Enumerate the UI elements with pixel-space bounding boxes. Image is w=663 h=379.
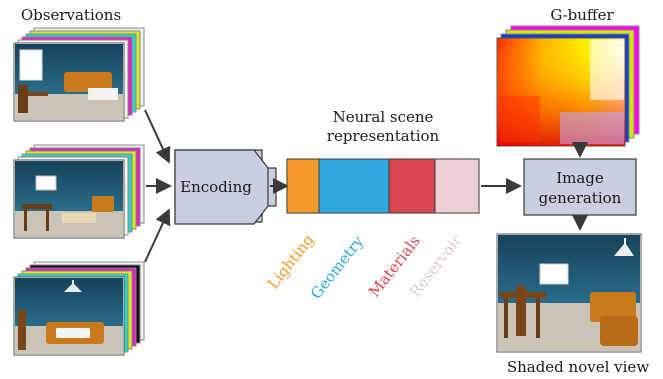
segment-materials (388, 158, 436, 214)
encoding-block: Encoding (174, 149, 277, 225)
shaded-novel-view-caption: Shaded novel view (507, 358, 649, 376)
observations-title: Observations (21, 6, 121, 24)
gbuffer-title: G-buffer (550, 6, 614, 24)
encoding-label: Encoding (180, 178, 252, 196)
room-image-1 (15, 44, 123, 120)
image-generation-line1: Image (556, 169, 604, 187)
representation-bar (286, 158, 480, 214)
neural-title-line2: representation (327, 127, 440, 145)
observation-stack-2 (13, 144, 145, 239)
shaded-novel-view-image (496, 233, 642, 353)
segment-lighting (286, 158, 320, 214)
gbuffer-stack (496, 25, 640, 147)
neural-title-line1: Neural scene (333, 108, 434, 126)
label-lighting: Lighting (264, 231, 318, 293)
arrow-obs3-to-encoding (144, 208, 171, 263)
segment-reservoir (434, 158, 480, 214)
image-generation-line2: generation (539, 189, 622, 207)
arrow-obs1-to-encoding (144, 109, 171, 164)
room-image-3 (15, 278, 123, 354)
observation-stack-3 (13, 261, 145, 356)
segment-geometry (318, 158, 390, 214)
observation-stack-1 (13, 27, 145, 122)
image-generation-block: Image generation (523, 158, 637, 216)
room-image-2 (15, 161, 123, 237)
